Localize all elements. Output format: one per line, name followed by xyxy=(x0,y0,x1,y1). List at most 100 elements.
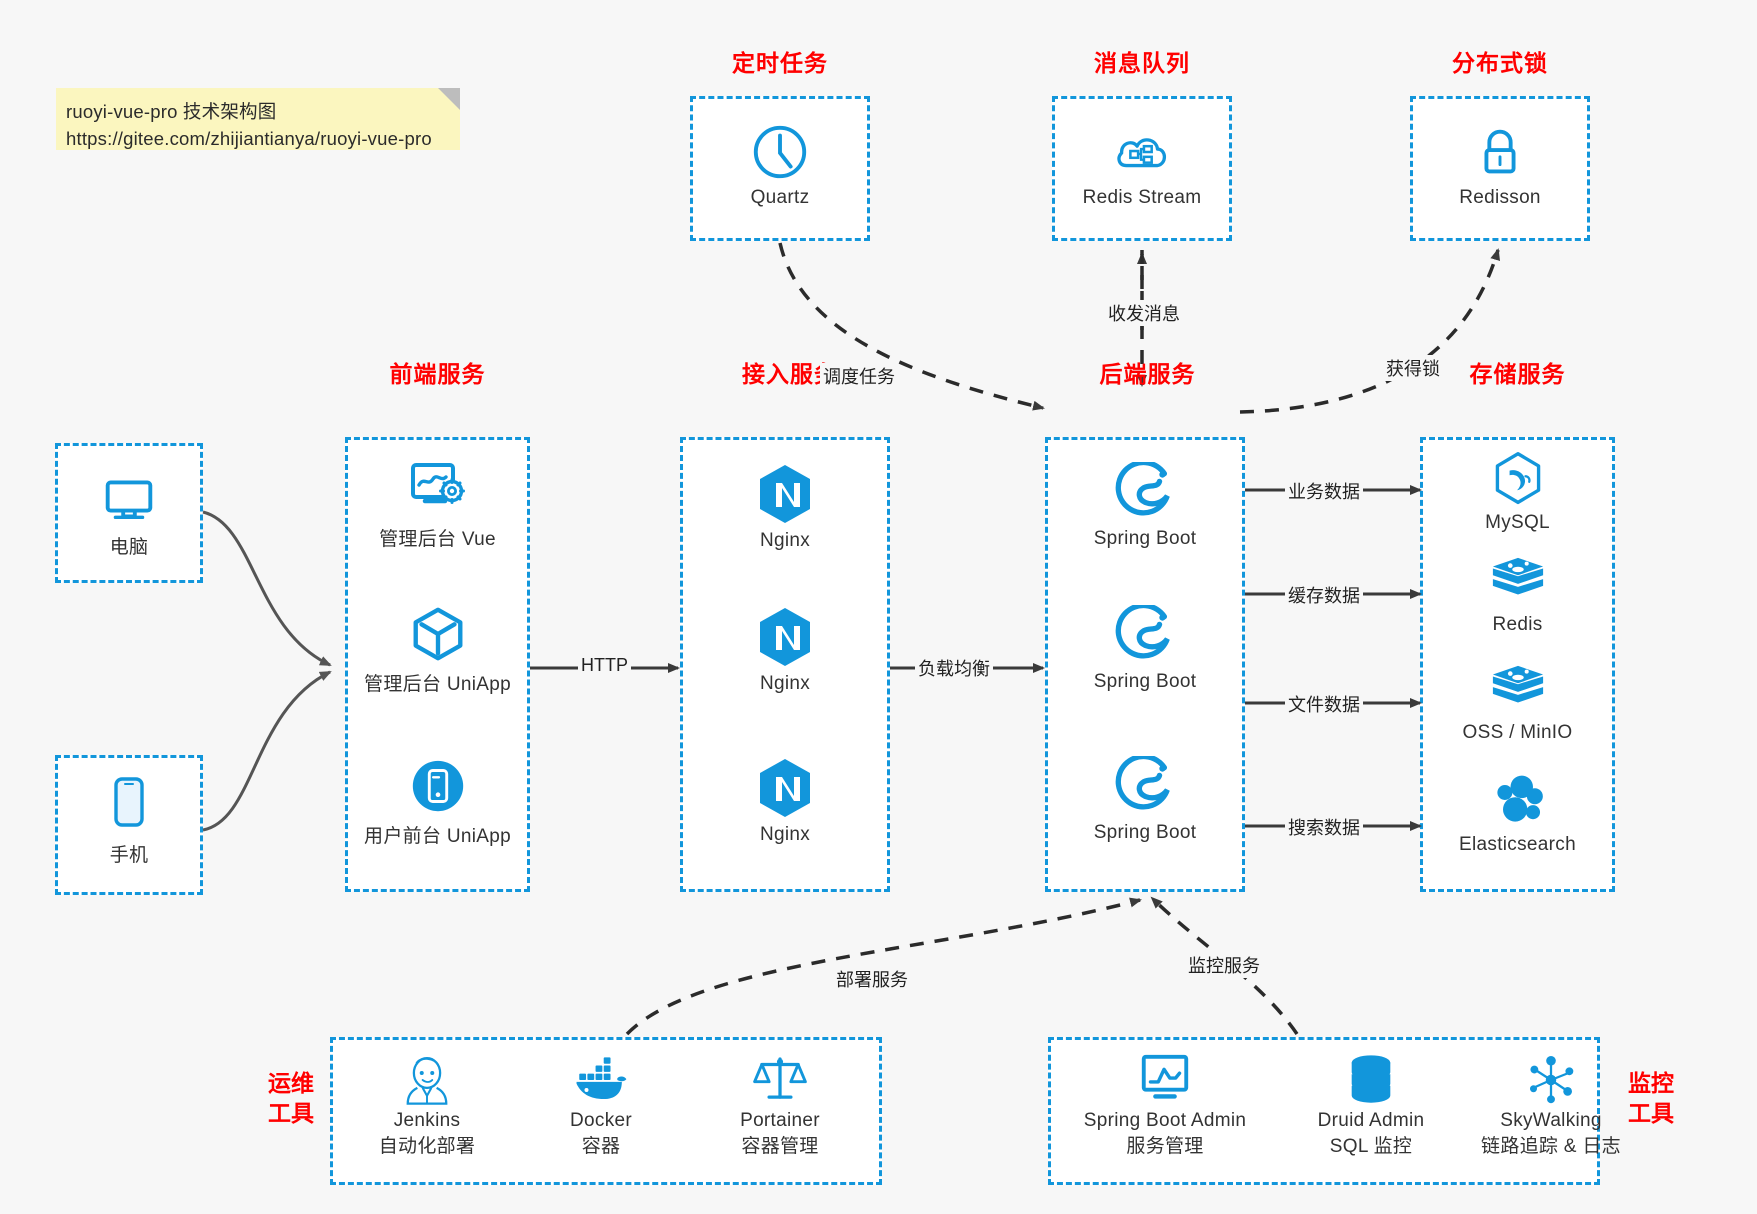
spring-leaf-icon xyxy=(1115,462,1170,516)
node-skywalking[interactable]: SkyWalking 链路追踪 & 日志 xyxy=(1451,1052,1651,1160)
padlock-icon xyxy=(1484,129,1516,174)
node-springboot-3-label: Spring Boot xyxy=(1093,822,1197,843)
docker-whale-icon xyxy=(576,1057,627,1100)
node-docker-desc: 容器 xyxy=(581,1136,621,1157)
node-desktop-label: 电脑 xyxy=(109,537,149,558)
node-spring-boot-admin-name: Spring Boot Admin xyxy=(1083,1110,1247,1131)
mysql-dolphin-icon xyxy=(1495,452,1540,505)
node-mobile[interactable]: 手机 xyxy=(58,774,200,867)
group-distributed-lock[interactable]: Redisson xyxy=(1410,96,1590,241)
edge-label-load-balance: 负载均衡 xyxy=(915,655,993,681)
node-jenkins[interactable]: Jenkins 自动化部署 xyxy=(347,1052,507,1160)
group-frontend-service[interactable]: 管理后台 Vue 管理后台 UniApp 用户前台 UniApp xyxy=(345,437,530,892)
group-devops-tools[interactable]: Jenkins 自动化部署 Docker 容器 xyxy=(330,1037,882,1185)
node-spring-boot-admin[interactable]: Spring Boot Admin 服务管理 xyxy=(1057,1052,1273,1160)
edge-label-business-data: 业务数据 xyxy=(1285,478,1363,504)
node-mysql-label: MySQL xyxy=(1485,512,1550,533)
nginx-icon xyxy=(760,608,810,666)
node-nginx-2[interactable]: Nginx xyxy=(683,605,887,695)
node-oss-minio-label: OSS / MinIO xyxy=(1462,722,1573,743)
caption-message-queue: 消息队列 xyxy=(1094,50,1190,76)
wire-desktop-to-frontend xyxy=(202,510,332,667)
scales-balance-icon xyxy=(753,1057,807,1099)
mobile-phone-icon xyxy=(114,777,144,827)
object-storage-icon xyxy=(1492,665,1543,703)
edge-label-http: HTTP xyxy=(578,655,631,676)
node-druid-admin-name: Druid Admin xyxy=(1317,1110,1425,1131)
caption-frontend-service: 前端服务 xyxy=(389,361,486,387)
node-nginx-1[interactable]: Nginx xyxy=(683,462,887,552)
edge-label-search-data: 搜索数据 xyxy=(1285,814,1363,840)
edge-label-schedule-task: 调度任务 xyxy=(820,363,898,389)
clock-icon xyxy=(753,125,807,179)
node-springboot-1[interactable]: Spring Boot xyxy=(1048,462,1242,550)
node-elasticsearch[interactable]: Elasticsearch xyxy=(1423,770,1612,856)
node-druid-admin[interactable]: Druid Admin SQL 监控 xyxy=(1281,1052,1461,1160)
group-message-queue[interactable]: Redis Stream xyxy=(1052,96,1232,241)
redis-stack-icon xyxy=(1492,557,1543,595)
node-user-uniapp[interactable]: 用户前台 UniApp xyxy=(348,755,527,848)
caption-backend-service: 后端服务 xyxy=(1099,361,1196,387)
node-mobile-label: 手机 xyxy=(109,845,149,866)
node-redis-stream-label: Redis Stream xyxy=(1082,187,1202,208)
group-client-mobile[interactable]: 手机 xyxy=(55,755,203,895)
node-springboot-2[interactable]: Spring Boot xyxy=(1048,605,1242,693)
node-admin-uniapp-label: 管理后台 UniApp xyxy=(364,674,511,695)
edge-label-acquire-lock: 获得锁 xyxy=(1383,355,1443,381)
nginx-icon xyxy=(760,465,810,523)
caption-devops-line-1: 运维 xyxy=(268,1070,314,1096)
note-line-1: ruoyi-vue-pro 技术架构图 xyxy=(66,101,277,122)
caption-monitoring-tools: 监控 工具 xyxy=(1618,1068,1684,1128)
group-client-desktop[interactable]: 电脑 xyxy=(55,443,203,583)
dashboard-settings-icon xyxy=(410,463,465,504)
node-jenkins-desc: 自动化部署 xyxy=(378,1136,476,1157)
group-backend-service[interactable]: Spring Boot Spring Boot Spring Boot xyxy=(1045,437,1245,892)
group-gateway-service[interactable]: Nginx Nginx Nginx xyxy=(680,437,890,892)
node-skywalking-desc: 链路追踪 & 日志 xyxy=(1481,1136,1621,1157)
node-portainer-name: Portainer xyxy=(740,1110,820,1131)
node-admin-uniapp[interactable]: 管理后台 UniApp xyxy=(348,603,527,696)
node-redis[interactable]: Redis xyxy=(1423,554,1612,636)
node-mysql[interactable]: MySQL xyxy=(1423,450,1612,534)
caption-monitoring-line-1: 监控 xyxy=(1628,1070,1674,1096)
group-scheduled-task[interactable]: Quartz xyxy=(690,96,870,241)
desktop-computer-icon xyxy=(105,480,153,520)
node-docker[interactable]: Docker 容器 xyxy=(521,1052,681,1160)
node-quartz[interactable]: Quartz xyxy=(693,121,867,209)
nginx-icon xyxy=(760,759,810,817)
caption-distributed-lock: 分布式锁 xyxy=(1452,50,1548,76)
node-redis-stream[interactable]: Redis Stream xyxy=(1055,121,1229,209)
node-desktop[interactable]: 电脑 xyxy=(58,466,200,559)
node-skywalking-name: SkyWalking xyxy=(1500,1110,1602,1131)
edge-label-deploy-service: 部署服务 xyxy=(833,966,911,992)
node-elasticsearch-label: Elasticsearch xyxy=(1459,834,1576,855)
node-nginx-3-label: Nginx xyxy=(759,824,811,845)
cube-icon xyxy=(413,607,462,661)
node-nginx-3[interactable]: Nginx xyxy=(683,756,887,846)
caption-scheduled-task: 定时任务 xyxy=(732,50,828,76)
edge-label-file-data: 文件数据 xyxy=(1285,691,1363,717)
node-oss-minio[interactable]: OSS / MinIO xyxy=(1423,662,1612,744)
spring-leaf-icon xyxy=(1115,756,1170,810)
node-redisson[interactable]: Redisson xyxy=(1413,121,1587,209)
group-monitoring-tools[interactable]: Spring Boot Admin 服务管理 Druid Admin SQL 监… xyxy=(1048,1037,1621,1185)
node-admin-vue-label: 管理后台 Vue xyxy=(379,529,496,550)
node-user-uniapp-label: 用户前台 UniApp xyxy=(364,826,511,847)
node-springboot-3[interactable]: Spring Boot xyxy=(1048,756,1242,844)
caption-storage-service: 存储服务 xyxy=(1469,361,1566,387)
node-redisson-label: Redisson xyxy=(1459,187,1541,208)
edge-label-monitor-service: 监控服务 xyxy=(1185,952,1263,978)
node-nginx-1-label: Nginx xyxy=(759,530,811,551)
node-spring-boot-admin-desc: 服务管理 xyxy=(1126,1136,1204,1157)
monitor-chart-icon xyxy=(1141,1054,1189,1099)
jenkins-butler-icon xyxy=(406,1056,448,1105)
node-portainer[interactable]: Portainer 容器管理 xyxy=(695,1050,865,1160)
node-admin-vue[interactable]: 管理后台 Vue xyxy=(348,458,527,551)
node-quartz-label: Quartz xyxy=(750,187,810,208)
group-storage-service[interactable]: MySQL Redis OSS / MinIO xyxy=(1420,437,1615,892)
mobile-app-circle-icon xyxy=(412,760,463,812)
node-springboot-1-label: Spring Boot xyxy=(1093,528,1197,549)
node-nginx-2-label: Nginx xyxy=(759,673,811,694)
node-springboot-2-label: Spring Boot xyxy=(1093,671,1197,692)
